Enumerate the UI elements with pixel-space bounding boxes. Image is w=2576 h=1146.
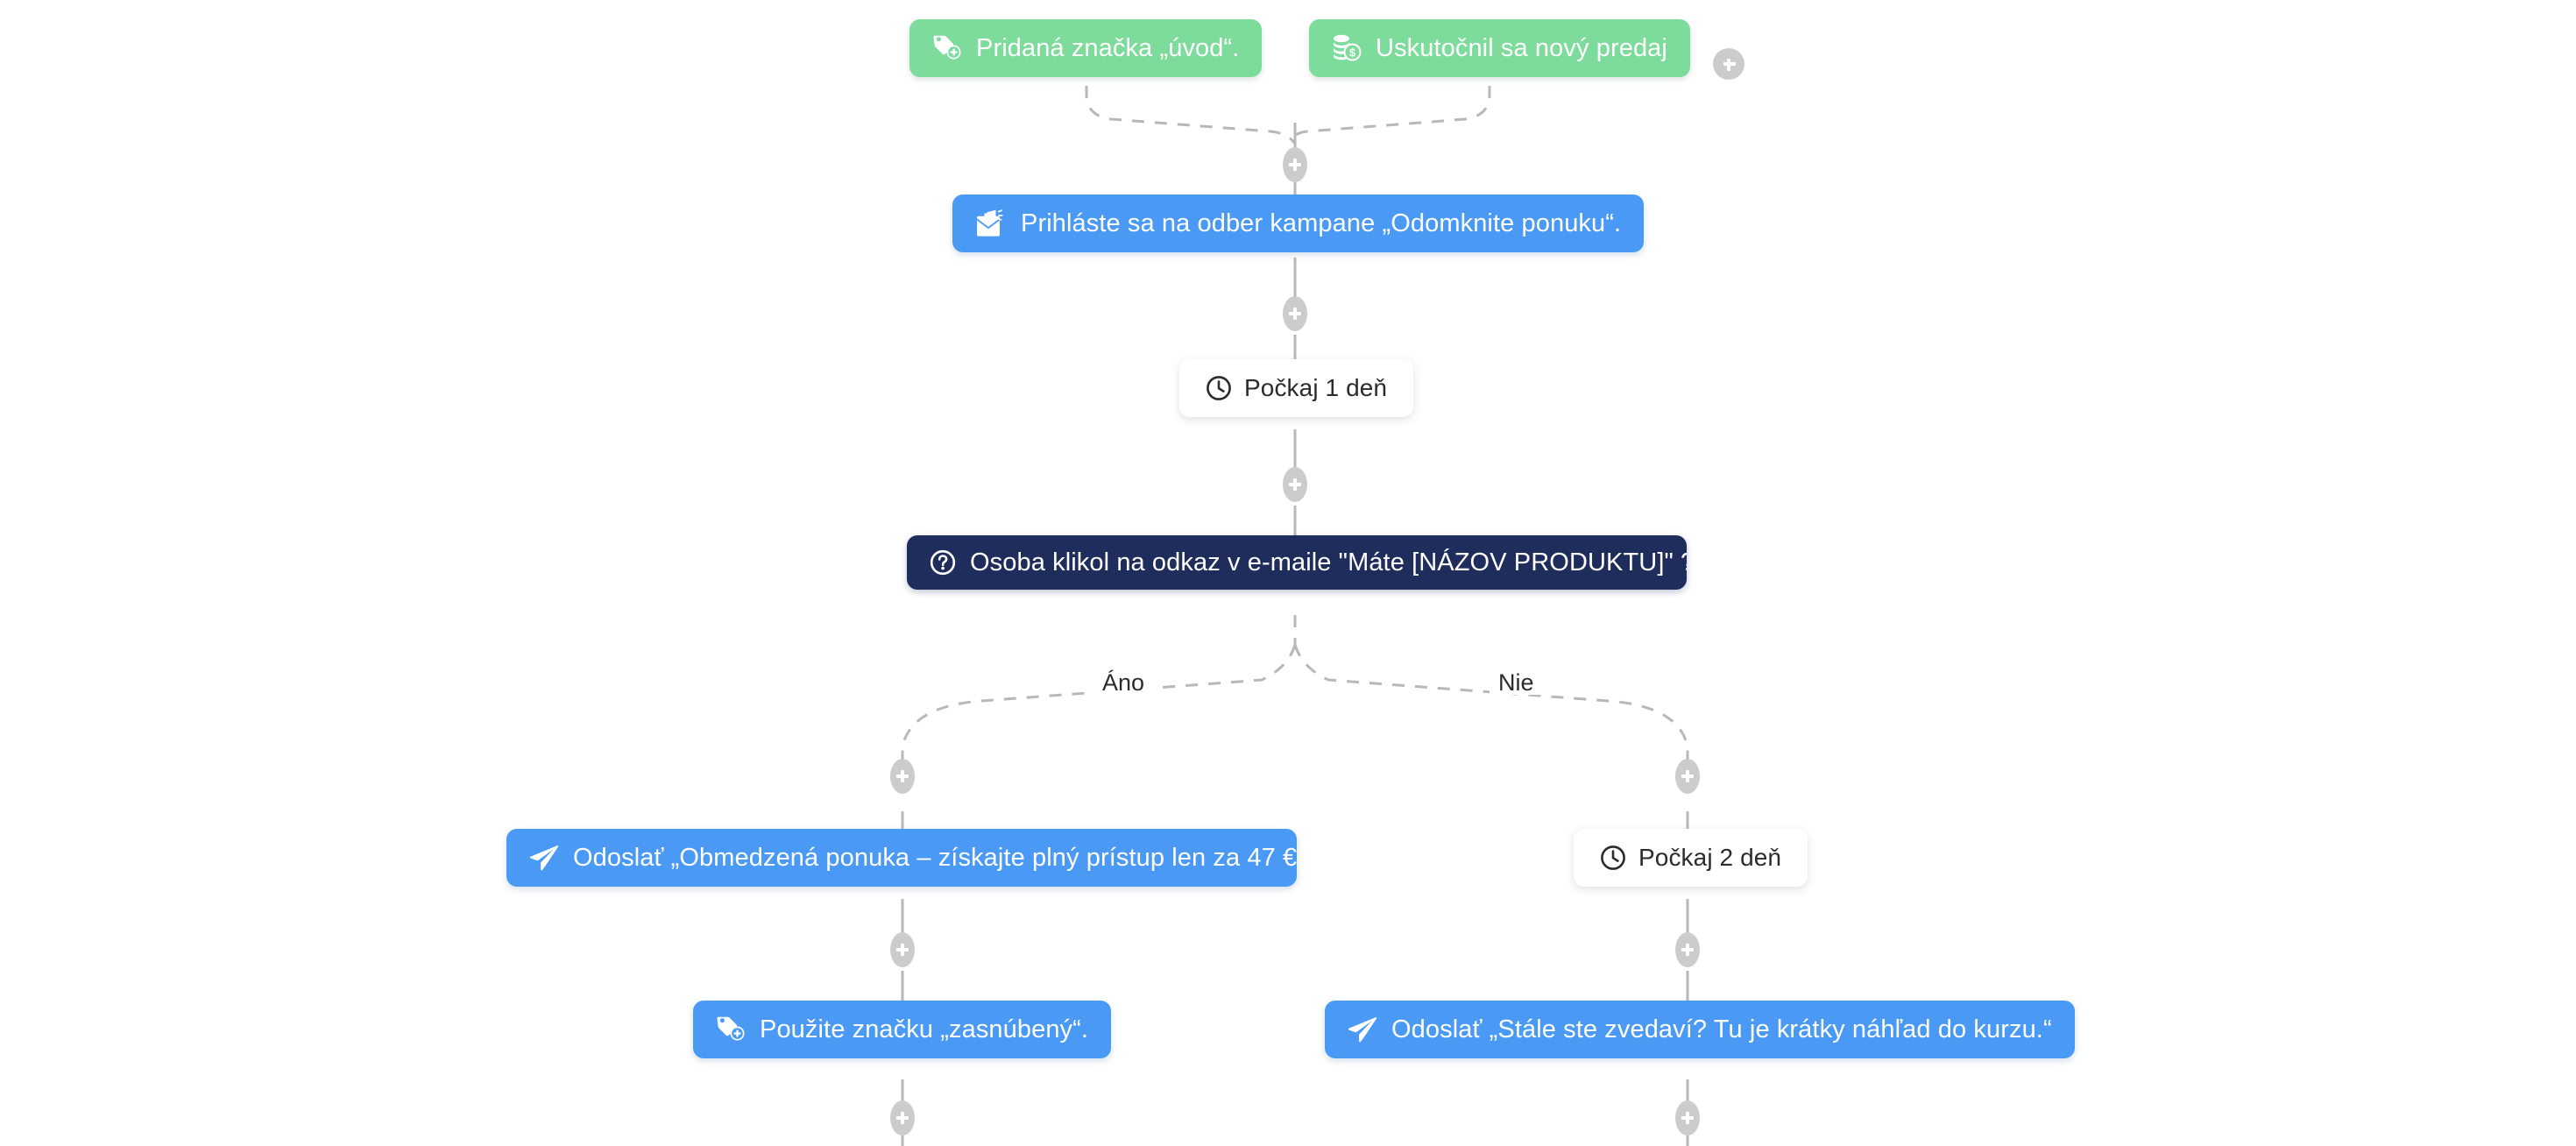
action-node-still-curious[interactable]: Odoslať „Stále ste zvedaví? Tu je krátky… (1325, 1001, 2075, 1058)
plus-icon (1681, 1111, 1695, 1125)
add-step-button-right-3[interactable] (1675, 1100, 1700, 1135)
envelope-megaphone-icon (975, 209, 1007, 237)
add-trigger-button[interactable] (1713, 48, 1744, 80)
delay-node-one-day[interactable]: Počkaj 1 deň (1179, 359, 1414, 417)
delay-node-two-days[interactable]: Počkaj 2 deň (1574, 829, 1808, 887)
trigger-label: Uskutočnil sa nový predaj (1376, 33, 1667, 62)
paper-plane-icon (529, 845, 559, 871)
add-step-button-left-2[interactable] (890, 932, 915, 967)
add-step-button-trunk-1[interactable] (1283, 147, 1307, 182)
plus-icon (1723, 58, 1736, 71)
decision-label: Osoba klikol na odkaz v e-maile "Máte [N… (970, 548, 1687, 577)
trigger-node-new-sale[interactable]: $ Uskutočnil sa nový predaj (1309, 19, 1690, 77)
action-label: Prihláste sa na odber kampane „Odomknite… (1021, 209, 1622, 237)
trigger-label: Pridaná značka „úvod“. (976, 33, 1240, 62)
plus-icon (1681, 943, 1695, 957)
delay-label: Počkaj 2 deň (1638, 844, 1782, 871)
add-step-button-left-3[interactable] (890, 1100, 915, 1135)
add-step-button-right-1[interactable] (1675, 759, 1700, 794)
trigger-node-tag-added[interactable]: Pridaná značka „úvod“. (909, 19, 1263, 77)
delay-label: Počkaj 1 deň (1244, 374, 1388, 401)
plus-icon (895, 943, 909, 957)
action-node-apply-tag-engaged[interactable]: Použite značku „zasnúbený“. (693, 1001, 1112, 1058)
plus-icon (895, 769, 909, 783)
plus-icon (895, 1111, 909, 1125)
clock-icon (1206, 375, 1232, 401)
plus-icon (1288, 307, 1302, 321)
decision-node-clicked-link[interactable]: Osoba klikol na odkaz v e-maile "Máte [N… (907, 535, 1687, 590)
branch-label-yes: Áno (1093, 671, 1154, 695)
add-step-button-left-1[interactable] (890, 759, 915, 794)
plus-icon (1681, 769, 1695, 783)
plus-icon (1288, 478, 1302, 492)
clock-icon (1600, 845, 1626, 871)
action-label: Odoslať „Obmedzená ponuka – získajte pln… (573, 843, 1297, 872)
tag-plus-icon (932, 35, 962, 61)
branch-label-no: Nie (1490, 671, 1543, 695)
action-label: Použite značku „zasnúbený“. (760, 1015, 1089, 1043)
svg-text:$: $ (1349, 46, 1355, 59)
add-step-button-trunk-3[interactable] (1283, 467, 1307, 502)
action-label: Odoslať „Stále ste zvedaví? Tu je krátky… (1391, 1015, 2052, 1043)
plus-icon (1288, 158, 1302, 172)
add-step-button-right-2[interactable] (1675, 932, 1700, 967)
tag-plus-icon (716, 1016, 746, 1043)
paper-plane-icon (1348, 1016, 1377, 1043)
action-node-subscribe-campaign[interactable]: Prihláste sa na odber kampane „Odomknite… (952, 195, 1645, 252)
coins-dollar-icon: $ (1332, 34, 1362, 62)
action-node-limited-offer[interactable]: Odoslať „Obmedzená ponuka – získajte pln… (506, 829, 1297, 887)
question-mark-icon (930, 549, 956, 576)
add-step-button-trunk-2[interactable] (1283, 296, 1307, 331)
